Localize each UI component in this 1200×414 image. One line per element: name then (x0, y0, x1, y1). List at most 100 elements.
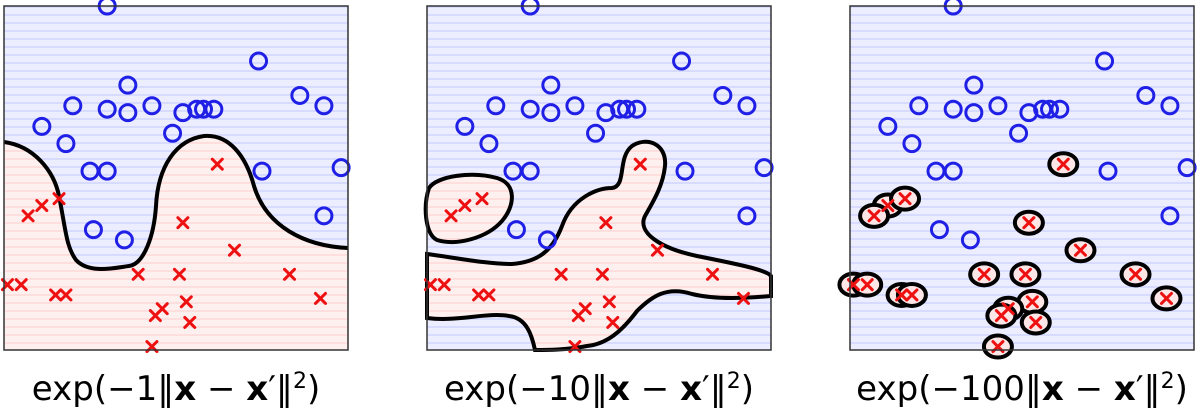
negative-point-marker (283, 267, 297, 281)
negative-point-marker (595, 267, 609, 281)
negative-point-marker (571, 309, 585, 323)
negative-point-marker (905, 288, 919, 302)
negative-point-marker (59, 288, 73, 302)
positive-point-marker (964, 103, 984, 123)
negative-point-marker (599, 216, 613, 230)
negative-point-marker (313, 291, 327, 305)
negative-point-marker (444, 209, 458, 223)
positive-point-marker (249, 51, 269, 71)
positive-point-marker (455, 116, 475, 136)
positive-point-marker (520, 99, 540, 119)
positive-point-marker (909, 96, 929, 116)
decision-boundary-islands (837, 151, 1183, 360)
negative-point-marker (210, 157, 224, 171)
negative-point-marker (49, 288, 63, 302)
decision-boundary (3, 133, 349, 271)
positive-point-marker (83, 220, 103, 240)
plot-frame (3, 5, 349, 351)
positive-point-marker (1050, 99, 1070, 119)
negative-point-marker (1056, 157, 1070, 171)
positive-point-marker (118, 75, 138, 95)
positive-point-marker (537, 230, 557, 250)
positive-point-marker (114, 230, 134, 250)
positive-point-marker (252, 161, 272, 181)
negative-point-marker (881, 199, 895, 213)
positive-point-marker (56, 134, 76, 154)
positive-point-marker (675, 161, 695, 181)
negative-point-marker (52, 192, 66, 206)
positive-point-marker (1095, 51, 1115, 71)
negative-point-marker (1159, 291, 1173, 305)
negative-point-marker (35, 199, 49, 213)
negative-point-marker (437, 278, 451, 292)
positive-point-marker (565, 96, 585, 116)
negative-point-marker (458, 199, 472, 213)
negative-point-marker (1073, 243, 1087, 257)
positive-point-marker (506, 220, 526, 240)
negative-point-marker (1029, 315, 1043, 329)
positive-point-marker (118, 103, 138, 123)
positive-point-marker (290, 85, 310, 105)
negative-point-marker (14, 278, 28, 292)
negative-point-marker (176, 216, 190, 230)
positive-point-marker (1098, 161, 1118, 181)
negative-point-marker (1022, 216, 1036, 230)
negative-point-marker (736, 291, 750, 305)
positive-point-marker (737, 96, 757, 116)
negative-point-marker (131, 267, 145, 281)
positive-point-marker (943, 99, 963, 119)
negative-point-marker (179, 295, 193, 309)
negative-point-marker (602, 295, 616, 309)
positive-point-marker (960, 230, 980, 250)
positive-point-marker (97, 99, 117, 119)
positive-point-marker (1009, 123, 1029, 143)
negative-point-marker (482, 288, 496, 302)
positive-point-marker (988, 96, 1008, 116)
positive-point-marker (541, 75, 561, 95)
positive-point-marker (314, 206, 334, 226)
negative-point-marker (898, 192, 912, 206)
negative-point-marker (1018, 267, 1032, 281)
positive-point-marker (586, 123, 606, 143)
positive-point-marker (1160, 206, 1180, 226)
positive-point-marker (142, 96, 162, 116)
positive-point-marker (737, 206, 757, 226)
caption-gamma-100: exp(−100‖x − x′‖2) (856, 369, 1188, 410)
negative-point-marker (227, 243, 241, 257)
caption-gamma-10: exp(−10‖x − x′‖2) (444, 369, 754, 410)
negative-point-marker (183, 315, 197, 329)
negative-point-marker (148, 309, 162, 323)
positive-point-marker (479, 134, 499, 154)
positive-point-marker (1160, 96, 1180, 116)
positive-point-marker (97, 161, 117, 181)
panel-gamma-10 (423, 0, 774, 354)
data-points (846, 0, 1197, 354)
negative-point-marker (1025, 295, 1039, 309)
negative-point-marker (706, 267, 720, 281)
positive-point-marker (1136, 85, 1156, 105)
positive-point-marker (964, 75, 984, 95)
negative-point-marker (172, 267, 186, 281)
negative-point-marker (977, 267, 991, 281)
plot-frame (849, 5, 1195, 351)
positive-point-marker (32, 116, 52, 136)
positive-point-marker (929, 220, 949, 240)
positive-point-marker (63, 96, 83, 116)
positive-point-marker (331, 158, 351, 178)
positive-point-marker (627, 99, 647, 119)
positive-point-marker (486, 96, 506, 116)
positive-point-marker (713, 85, 733, 105)
negative-point-marker (1129, 267, 1143, 281)
negative-point-marker (475, 192, 489, 206)
positive-point-marker (617, 99, 637, 119)
positive-point-marker (204, 99, 224, 119)
caption-gamma-1: exp(−1‖x − x′‖2) (32, 369, 320, 410)
positive-point-marker (754, 158, 774, 178)
positive-point-marker (520, 161, 540, 181)
negative-point-marker (867, 209, 881, 223)
panel-gamma-100 (837, 0, 1197, 360)
positive-point-marker (943, 161, 963, 181)
negative-point-marker (472, 288, 486, 302)
negative-point-marker (994, 309, 1008, 323)
negative-point-marker (633, 157, 647, 171)
